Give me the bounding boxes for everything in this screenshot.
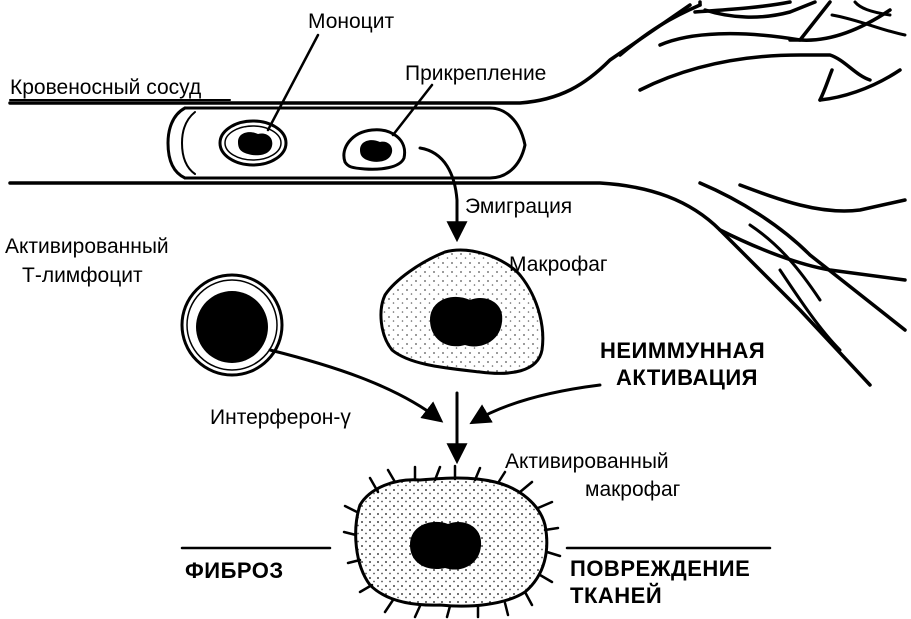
nonimmune-activation-arrow: [469, 383, 602, 425]
label-activated-macrophage-1: Активированный: [505, 450, 669, 473]
label-activated-macrophage-2: макрофаг: [585, 478, 681, 501]
label-fibrosis: ФИБРОЗ: [185, 558, 284, 583]
label-tissue-damage-1: ПОВРЕЖДЕНИЕ: [570, 556, 750, 581]
label-macrophage: Макрофаг: [509, 253, 608, 276]
monocyte-pointer-line: [266, 33, 320, 132]
label-nonimmune-activation-1: НЕИММУННАЯ: [600, 338, 765, 363]
label-monocyte: Моноцит: [308, 10, 394, 33]
activated-t-lymphocyte-cell: [180, 273, 284, 377]
label-activated-t-lymphocyte-2: Т-лимфоцит: [22, 264, 143, 287]
label-emigration: Эмиграция: [465, 195, 572, 218]
attached-monocyte-cell: [342, 128, 407, 171]
label-interferon: Интерферон-γ: [210, 406, 351, 429]
attachment-pointer-line: [391, 83, 434, 137]
macrophage-cell: [379, 248, 545, 375]
monocyte-cell: [218, 119, 288, 167]
emigration-arrow: [418, 146, 468, 243]
label-nonimmune-activation-2: АКТИВАЦИЯ: [616, 365, 758, 390]
label-blood-vessel: Кровеносный сосуд: [10, 76, 201, 99]
label-attachment: Прикрепление: [405, 62, 546, 85]
blood-vessel: [8, 0, 907, 387]
interferon-arrow: [268, 348, 444, 423]
activated-macrophage-cell: [342, 464, 562, 619]
label-tissue-damage-2: ТКАНЕЙ: [570, 583, 662, 608]
label-activated-t-lymphocyte-1: Активированный: [5, 235, 169, 258]
